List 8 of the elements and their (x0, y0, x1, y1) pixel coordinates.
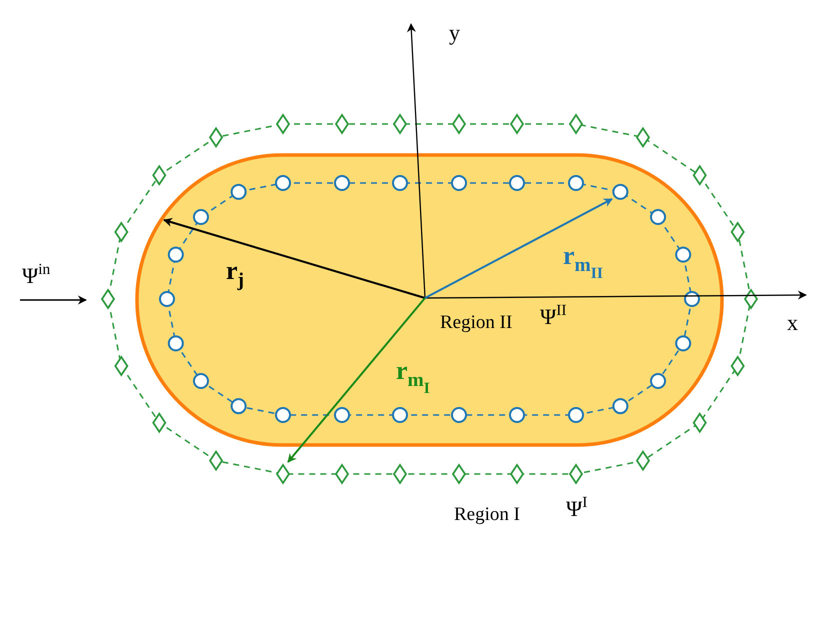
region-label: Region II (440, 313, 512, 332)
region-label: Region I (454, 505, 520, 524)
field-label: Ψ$^{in}$ (22, 262, 50, 288)
vector-label: r$_{j}$ (226, 258, 244, 290)
field-label: Ψ$^{II}$ (540, 303, 566, 328)
field-label: Ψ$^{I}$ (566, 495, 588, 520)
axis-label: y (449, 22, 460, 44)
axis-label: x (787, 312, 798, 334)
